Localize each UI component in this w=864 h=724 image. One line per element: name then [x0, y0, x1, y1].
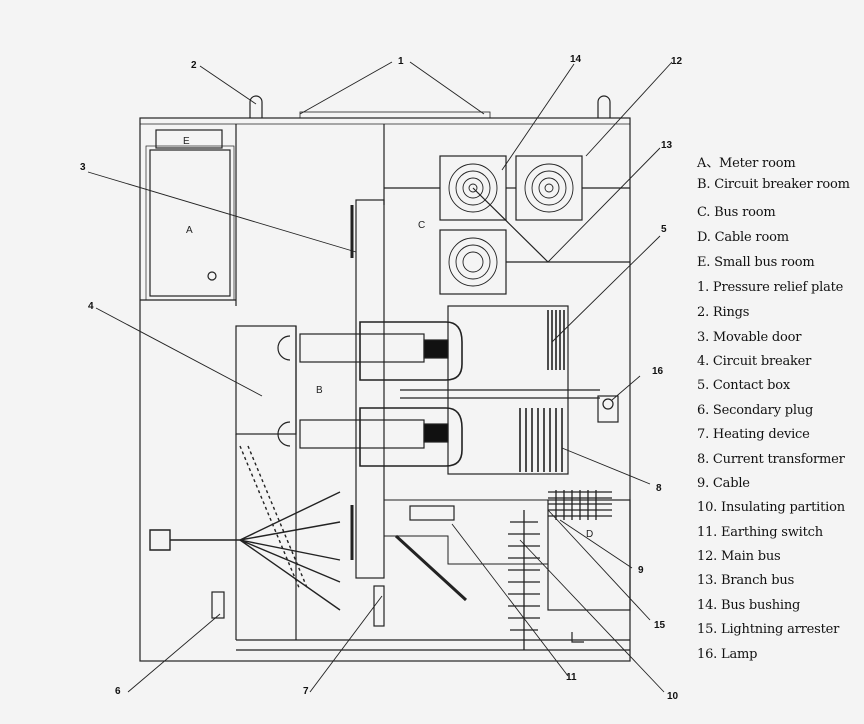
- callout-16: 16: [652, 366, 664, 377]
- legend-item: 9. Cable: [697, 476, 750, 491]
- callout-12: 12: [671, 56, 683, 67]
- pressure-relief-plate: [299, 111, 491, 119]
- ring-left: [249, 95, 263, 118]
- legend-item: 3. Movable door: [697, 330, 802, 345]
- legend-item: 2. Rings: [697, 305, 750, 320]
- ring-right: [597, 95, 611, 118]
- callout-2: 2: [191, 60, 197, 71]
- callout-5: 5: [661, 224, 667, 235]
- legend-item: D. Cable room: [697, 230, 789, 245]
- legend-item: 16. Lamp: [697, 647, 758, 662]
- callout-4: 4: [88, 301, 94, 312]
- legend-item: 10. Insulating partition: [697, 500, 845, 515]
- room-label-a: A: [186, 225, 193, 236]
- legend-item: 5. Contact box: [697, 378, 790, 393]
- room-label-b: B: [316, 385, 323, 396]
- callout-15: 15: [654, 620, 666, 631]
- legend-item: 12. Main bus: [697, 549, 781, 564]
- legend-item: 6. Secondary plug: [697, 403, 814, 418]
- callout-1: 1: [398, 56, 404, 67]
- callout-10: 10: [667, 691, 679, 702]
- callout-8: 8: [656, 483, 662, 494]
- callout-7: 7: [303, 686, 309, 697]
- legend-item: 7. Heating device: [697, 427, 810, 442]
- secondary-plug: [597, 395, 619, 423]
- legend-item: A、Meter room: [697, 156, 796, 171]
- legend-item: 13. Branch bus: [697, 573, 795, 588]
- small-bus-room-box: [155, 129, 223, 149]
- legend-item: 14. Bus bushing: [697, 598, 801, 613]
- callout-3: 3: [80, 162, 86, 173]
- legend-item: 4. Circuit breaker: [697, 354, 812, 369]
- room-label-d: D: [586, 529, 593, 540]
- callout-14: 14: [570, 54, 582, 65]
- legend-item: C. Bus room: [697, 205, 776, 220]
- callout-6: 6: [115, 686, 121, 697]
- lightning-arrester: [508, 510, 540, 650]
- branch-bus-bushing: [439, 229, 507, 295]
- meter-room-outline: [149, 149, 231, 297]
- legend-item: E. Small bus room: [697, 255, 815, 270]
- legend-item: 15. Lightning arrester: [697, 622, 840, 637]
- movable-door: [355, 199, 385, 579]
- legend-item: 8. Current transformer: [697, 452, 845, 467]
- callout-9: 9: [638, 565, 644, 576]
- legend-item: B. Circuit breaker room: [697, 177, 850, 192]
- circuit-breaker-mechanism: [149, 445, 341, 611]
- legend-item: 1. Pressure relief plate: [697, 280, 844, 295]
- main-bus-bushing-right: [515, 155, 583, 221]
- legend-item: 11. Earthing switch: [697, 525, 823, 540]
- callout-13: 13: [661, 140, 673, 151]
- callout-11: 11: [566, 672, 577, 683]
- room-label-c: C: [418, 220, 425, 231]
- heating-device: [211, 591, 225, 619]
- room-label-e: E: [183, 136, 190, 147]
